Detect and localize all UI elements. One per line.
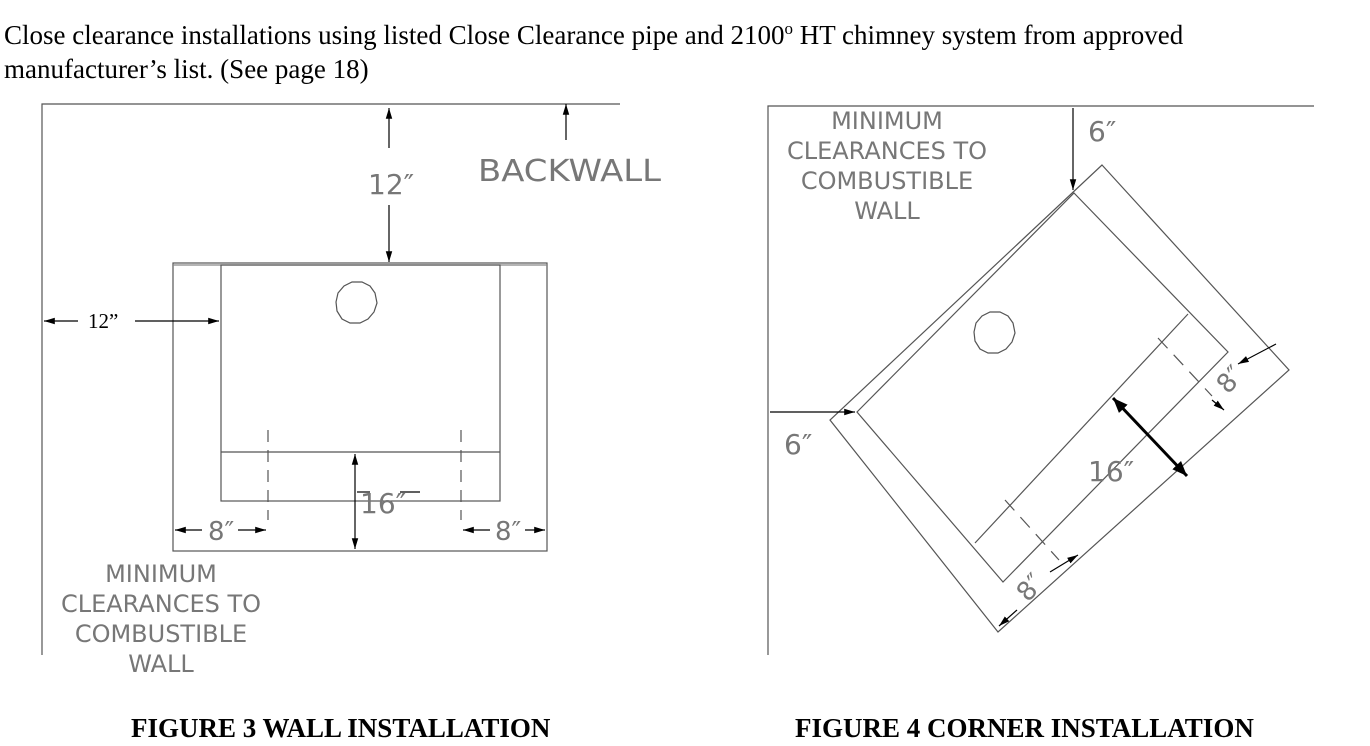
fig4-clearance-note: MINIMUM CLEARANCES TO COMBUSTIBLE WALL bbox=[787, 107, 987, 225]
fig4-dim-top: 6″ bbox=[1088, 115, 1116, 148]
degree-mark: o bbox=[784, 19, 794, 38]
fig4-dim-right-8: 8″ bbox=[1211, 360, 1251, 400]
fig3-dim-side: 12” bbox=[88, 309, 118, 333]
fig3-caption: FIGURE 3 WALL INSTALLATION bbox=[131, 713, 551, 743]
fig4-dim-bottom-8: 8″ bbox=[1011, 568, 1051, 608]
fig4-note-line-1: MINIMUM bbox=[831, 107, 943, 135]
fig4-hearth-line bbox=[974, 313, 1189, 544]
fig3-backwall-label: BACKWALL bbox=[478, 154, 661, 189]
fig3-flue-circle bbox=[335, 281, 378, 324]
fig4-dim-depth: 16″ bbox=[1088, 455, 1134, 488]
fig4-wall-outline bbox=[767, 105, 1314, 655]
fig4-note-line-3: COMBUSTIBLE bbox=[801, 167, 973, 195]
fig4-dim-left: 6″ bbox=[784, 428, 812, 461]
intro-line1-a: Close clearance installations using list… bbox=[4, 20, 785, 50]
fig3-clearance-box bbox=[172, 262, 548, 552]
fig3-clearance-note: MINIMUM CLEARANCES TO COMBUSTIBLE WALL bbox=[61, 560, 261, 678]
fig4-caption: FIGURE 4 CORNER INSTALLATION bbox=[795, 713, 1254, 743]
fig3-note-line-2: CLEARANCES TO bbox=[61, 590, 261, 618]
fig3-note-line-3: COMBUSTIBLE bbox=[75, 620, 247, 648]
fig4-clearance-box bbox=[829, 164, 1290, 633]
intro-paragraph: Close clearance installations using list… bbox=[4, 12, 1364, 86]
fig3-dim-back: 12″ bbox=[368, 168, 414, 201]
fig4-stove-body bbox=[856, 192, 1229, 583]
fig3-dim-depth: 16″ bbox=[360, 487, 406, 520]
fig4-note-line-2: CLEARANCES TO bbox=[787, 137, 987, 165]
figure-4-corner-installation bbox=[767, 105, 1314, 655]
fig3-dim-left-8: 8″ bbox=[208, 517, 235, 547]
figure-3-wall-installation bbox=[41, 103, 620, 655]
intro-line1-b: HT chimney system from approved bbox=[793, 20, 1184, 50]
fig3-note-line-1: MINIMUM bbox=[105, 560, 217, 588]
fig3-note-line-4: WALL bbox=[128, 650, 194, 678]
fig3-dim-right-8: 8″ bbox=[495, 517, 522, 547]
intro-line2: manufacturer’s list. (See page 18) bbox=[4, 54, 369, 84]
fig4-note-line-4: WALL bbox=[854, 197, 920, 225]
fig3-wall-outline bbox=[41, 103, 620, 655]
fig4-flue-circle bbox=[973, 311, 1016, 354]
fig4-depth-arrow bbox=[1111, 396, 1189, 478]
fig3-stove-body bbox=[220, 264, 501, 502]
